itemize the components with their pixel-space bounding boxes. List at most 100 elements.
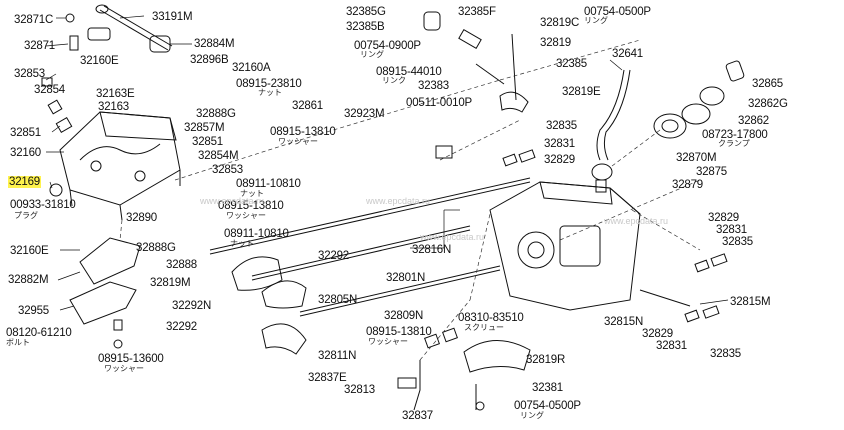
part-label[interactable]: 32837 (402, 410, 433, 422)
part-label[interactable]: 32831 (544, 138, 575, 150)
part-label[interactable]: 32854M (198, 150, 239, 162)
part-label[interactable]: 32809N (384, 310, 424, 322)
part-label[interactable]: 32862G (748, 98, 788, 110)
detent-parts-drawings (435, 145, 728, 323)
part-label[interactable]: 32888 (166, 259, 197, 271)
shift-fork-drawings (231, 256, 531, 373)
part-label[interactable]: 32819 (540, 37, 571, 49)
lower-lever-drawings (397, 327, 485, 411)
part-label[interactable]: 00754-0900P (354, 40, 421, 52)
part-label[interactable]: 32815M (730, 296, 771, 308)
part-label[interactable]: 32829 (642, 328, 673, 340)
part-label[interactable]: 08915-13600 (98, 353, 164, 365)
part-note: スクリュー (464, 323, 504, 332)
part-note: ワッシャー (104, 364, 144, 373)
part-label[interactable]: 32835 (546, 120, 577, 132)
part-label[interactable]: 32819C (540, 17, 580, 29)
part-label[interactable]: 32879 (672, 179, 703, 191)
part-label[interactable]: 32896B (190, 54, 229, 66)
part-label[interactable]: 32805N (318, 294, 358, 306)
part-label[interactable]: 32160 (10, 147, 41, 159)
part-label[interactable]: 32829 (708, 212, 739, 224)
part-label[interactable]: 32829 (544, 154, 575, 166)
part-label[interactable]: 32813 (344, 384, 375, 396)
part-label[interactable]: 32381 (532, 382, 563, 394)
part-label[interactable]: 32641 (612, 48, 643, 60)
part-label[interactable]: 32385G (346, 6, 386, 18)
part-label[interactable]: 08911-10810 (236, 178, 301, 190)
part-label[interactable]: 32292 (318, 250, 349, 262)
part-label[interactable]: 32884M (194, 38, 235, 50)
part-label[interactable]: 08915-13810 (366, 326, 432, 338)
part-label[interactable]: 32292 (166, 321, 197, 333)
part-note: ボルト (6, 338, 30, 347)
part-label[interactable]: 32865 (752, 78, 783, 90)
part-label[interactable]: 32875 (696, 166, 727, 178)
part-label[interactable]: 32955 (18, 305, 49, 317)
part-label[interactable]: 32853 (14, 68, 45, 80)
part-note: リング (584, 16, 608, 25)
part-label[interactable]: 32854 (34, 84, 65, 96)
part-label[interactable]: 32163E (96, 88, 135, 100)
part-label[interactable]: 32871 (24, 40, 55, 52)
part-label[interactable]: 32819R (526, 354, 566, 366)
part-label[interactable]: 32385B (346, 21, 385, 33)
part-label[interactable]: 32871C (14, 14, 54, 26)
part-label[interactable]: 32851 (192, 136, 223, 148)
part-label[interactable]: 08310-83510 (458, 312, 524, 324)
gear-lever-drawing (591, 69, 631, 193)
part-label[interactable]: 32160E (80, 55, 119, 67)
part-label[interactable]: 32851 (10, 127, 41, 139)
part-label[interactable]: 32385F (458, 6, 496, 18)
part-label[interactable]: 32890 (126, 212, 157, 224)
part-label[interactable]: 32835 (710, 348, 741, 360)
part-label[interactable]: 32383 (418, 80, 449, 92)
part-label[interactable]: 32870M (676, 152, 717, 164)
part-label[interactable]: 32888G (196, 108, 236, 120)
part-label[interactable]: 00511-0010P (406, 97, 473, 109)
part-label-highlighted[interactable]: 32169 (8, 176, 41, 188)
part-label[interactable]: 33191M (152, 11, 193, 23)
part-label[interactable]: 08915-13810 (218, 200, 284, 212)
part-label[interactable]: 32923M (344, 108, 385, 120)
part-label[interactable]: 32888G (136, 242, 176, 254)
part-label[interactable]: 32835 (722, 236, 753, 248)
part-note: ナット (240, 189, 264, 198)
part-label[interactable]: 32801N (386, 272, 426, 284)
part-label[interactable]: 32160E (10, 245, 49, 257)
part-label[interactable]: 32831 (656, 340, 687, 352)
part-label[interactable]: 08911-10810 (224, 228, 289, 240)
part-label[interactable]: 32882M (8, 274, 49, 286)
part-label[interactable]: 32815N (604, 316, 644, 328)
part-label[interactable]: 00754-0500P (584, 6, 651, 18)
part-label[interactable]: 08915-23810 (236, 78, 302, 90)
part-label[interactable]: 32819E (562, 86, 601, 98)
watermark-text: www.epcdata.ru (604, 216, 669, 226)
part-label[interactable]: 32816N (412, 244, 452, 256)
part-label[interactable]: 32811N (318, 350, 357, 362)
part-label[interactable]: 32819M (150, 277, 191, 289)
part-label[interactable]: 32862 (738, 115, 769, 127)
part-label[interactable]: 32853 (212, 164, 243, 176)
part-label[interactable]: 32385 (556, 58, 587, 70)
shift-rod-drawings (209, 177, 531, 317)
part-label[interactable]: 32861 (292, 100, 323, 112)
part-label[interactable]: 08915-44010 (376, 66, 442, 78)
part-label[interactable]: 32831 (716, 224, 747, 236)
part-label[interactable]: 32837E (308, 372, 347, 384)
part-label[interactable]: 32160A (232, 62, 271, 74)
part-label[interactable]: 08120-61210 (6, 327, 72, 339)
part-label[interactable]: 08723-17800 (702, 129, 768, 141)
shift-shaft-drawing (87, 4, 173, 53)
part-label[interactable]: 00933-31810 (10, 199, 76, 211)
part-label[interactable]: 08915-13810 (270, 126, 336, 138)
part-label[interactable]: 00754-0500P (514, 400, 581, 412)
part-label[interactable]: 32163 (98, 101, 129, 113)
part-label[interactable]: 32292N (172, 300, 212, 312)
part-label[interactable]: 32857M (184, 122, 225, 134)
watermark-text: www.epcdata.ru (200, 196, 265, 206)
part-note: ナット (230, 239, 254, 248)
part-note: リング (360, 50, 384, 59)
